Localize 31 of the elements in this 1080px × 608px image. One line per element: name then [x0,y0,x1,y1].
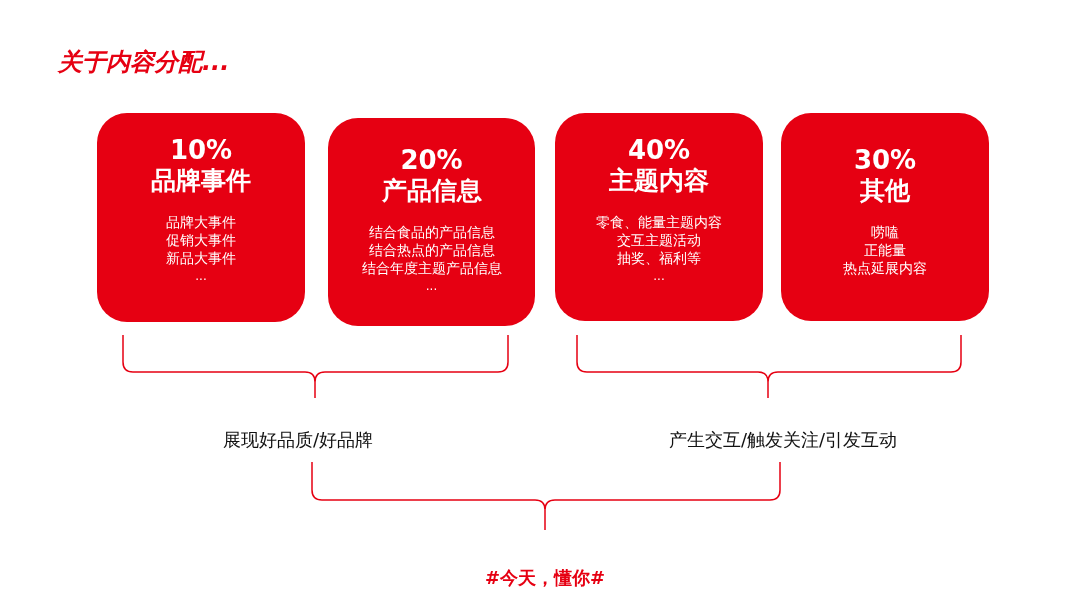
item-text: 正能量 [863,241,907,259]
item-text: ... [652,268,666,285]
category-heading: 品牌事件 [150,165,252,197]
item-text: 抽奖、福利等 [616,249,702,267]
item-text: 新品大事件 [165,249,237,267]
bracket-label: 展现好品质/好品牌 [222,428,374,452]
category-heading: 产品信息 [380,175,483,207]
item-text: ... [194,268,208,285]
bracket-label: 产生交互/触发关注/引发互动 [668,428,898,452]
hashtag-text: #今天，懂你# [484,566,606,590]
category-card [781,113,989,321]
percentage-text: 30% [852,145,918,175]
category-heading: 主题内容 [608,165,710,197]
item-text: 零食、能量主题内容 [595,213,723,231]
category-card [97,113,305,322]
item-text: 结合食品的产品信息 [367,223,496,241]
percentage-text: 10% [168,135,234,165]
item-text: 唠嗑 [870,223,900,241]
item-text: 热点延展内容 [842,259,928,277]
category-card [555,113,763,321]
percentage-text: 20% [399,145,464,175]
item-text: 交互主题活动 [616,231,702,249]
item-text: 结合热点的产品信息 [367,241,496,259]
slide-title: 关于内容分配... [58,47,230,78]
item-text: 结合年度主题产品信息 [360,259,503,277]
category-card [328,118,535,326]
category-heading: 其他 [859,175,911,207]
item-text: 促销大事件 [165,231,237,249]
item-text: ... [424,278,439,295]
percentage-text: 40% [626,135,692,165]
item-text: 品牌大事件 [165,213,237,231]
